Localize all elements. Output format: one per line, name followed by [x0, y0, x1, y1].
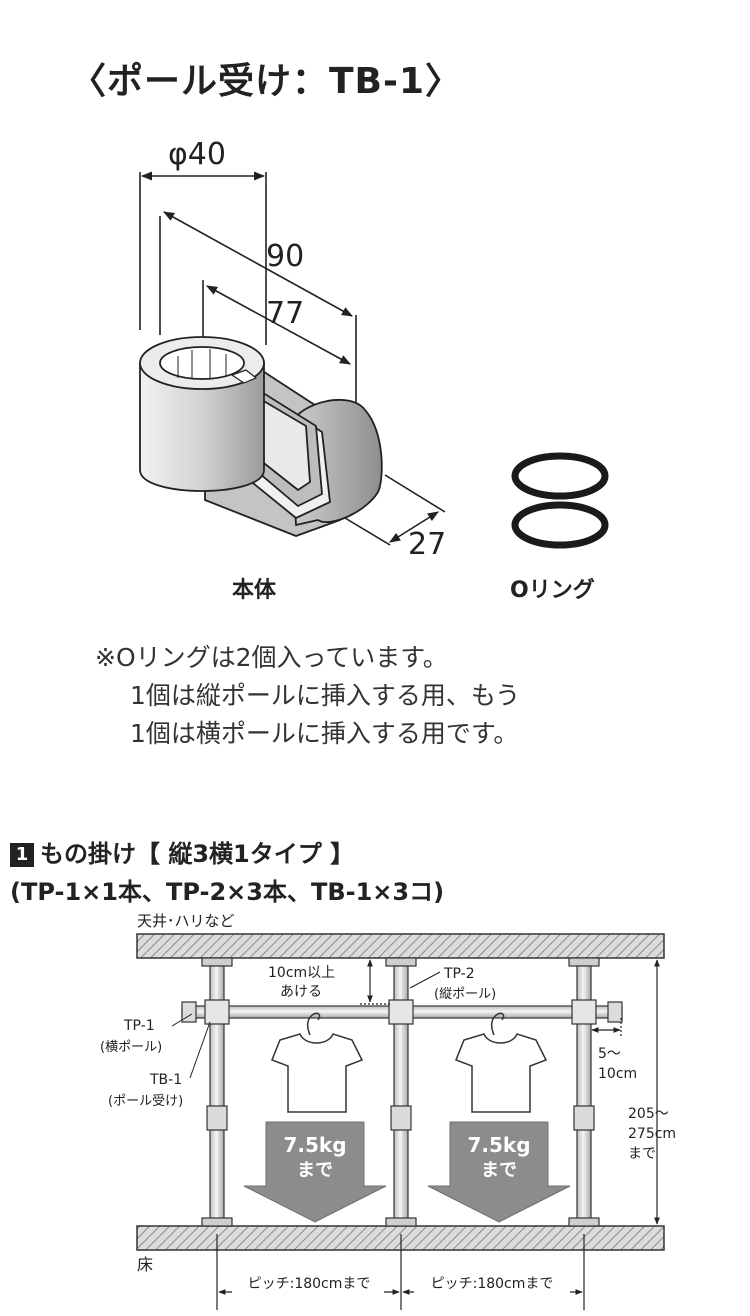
floor-label: 床 [137, 1255, 153, 1274]
dim-height-label: 27 [408, 527, 446, 562]
ceiling-label: 天井･ハリなど [137, 912, 235, 930]
hanger-shirt-left [271, 1012, 364, 1113]
height-label-1: 205〜 [628, 1106, 669, 1122]
pole-holder-body [139, 336, 383, 537]
dim-diameter: φ40 [139, 137, 267, 345]
gap-label-1: 10cm以上 [268, 965, 335, 981]
load-weight-right: 7.5kg [467, 1133, 530, 1157]
tb1-label-1: TB-1 [149, 1072, 182, 1088]
dim-length-total-label: 90 [266, 239, 304, 274]
tp1-label-2: (横ポール) [100, 1040, 162, 1055]
load-arrow-right: 7.5kg まで [427, 1121, 571, 1223]
label-oring: Oリング [510, 578, 595, 603]
part-title: 〈ポール受け：TB-1〉 [70, 61, 462, 102]
tb1-label-2: (ポール受け) [108, 1094, 183, 1109]
note-line-1: ※Oリングは2個入っています。 [95, 643, 448, 672]
side-label-2: 10cm [598, 1066, 637, 1082]
load-suffix-right: まで [481, 1160, 517, 1181]
load-arrow-left: 7.5kg まで [243, 1121, 387, 1223]
height-label-3: まで [628, 1146, 656, 1162]
label-body: 本体 [232, 578, 277, 603]
note-line-3: 1個は横ポールに挿入する用です。 [130, 719, 519, 748]
vertical-pole-right [568, 957, 600, 1227]
section-subtitle: (TP-1×1本、TP-2×3本、TB-1×3コ) [10, 878, 445, 906]
part-drawing: φ40 90 77 27 [139, 137, 609, 562]
vertical-pole-middle [385, 957, 417, 1227]
load-weight-left: 7.5kg [283, 1133, 346, 1157]
height-label-2: 275cm [628, 1126, 676, 1142]
load-suffix-left: まで [297, 1160, 333, 1181]
dim-diameter-label: φ40 [168, 137, 226, 172]
horizontal-pole [181, 999, 623, 1025]
vertical-pole-left [201, 957, 233, 1227]
gap-label-2: あける [280, 984, 322, 1000]
installation-diagram: 天井･ハリなど 床 7.5kg [100, 912, 676, 1310]
tp2-label-1: TP-2 [443, 966, 475, 982]
dim-side-offset [591, 1018, 622, 1038]
dim-height: 27 [339, 474, 446, 562]
ceiling-plate [136, 933, 665, 959]
side-label-1: 5〜 [598, 1046, 621, 1062]
note-line-2: 1個は縦ポールに挿入する用、もう [130, 681, 521, 710]
dim-length-inner-label: 77 [266, 296, 304, 331]
o-ring-pair [511, 452, 609, 549]
tp1-label-1: TP-1 [123, 1018, 155, 1034]
tp2-label-2: (縦ポール) [434, 987, 496, 1002]
hanger-shirt-right [455, 1012, 548, 1113]
pitch-label-left: ピッチ:180cmまで [248, 1276, 371, 1292]
dim-ceiling-gap [360, 959, 392, 1005]
section-title-text: もの掛け【 縦3横1タイプ 】 [40, 840, 355, 868]
pitch-label-right: ピッチ:180cmまで [431, 1276, 554, 1292]
section-number: 1 [10, 843, 34, 867]
